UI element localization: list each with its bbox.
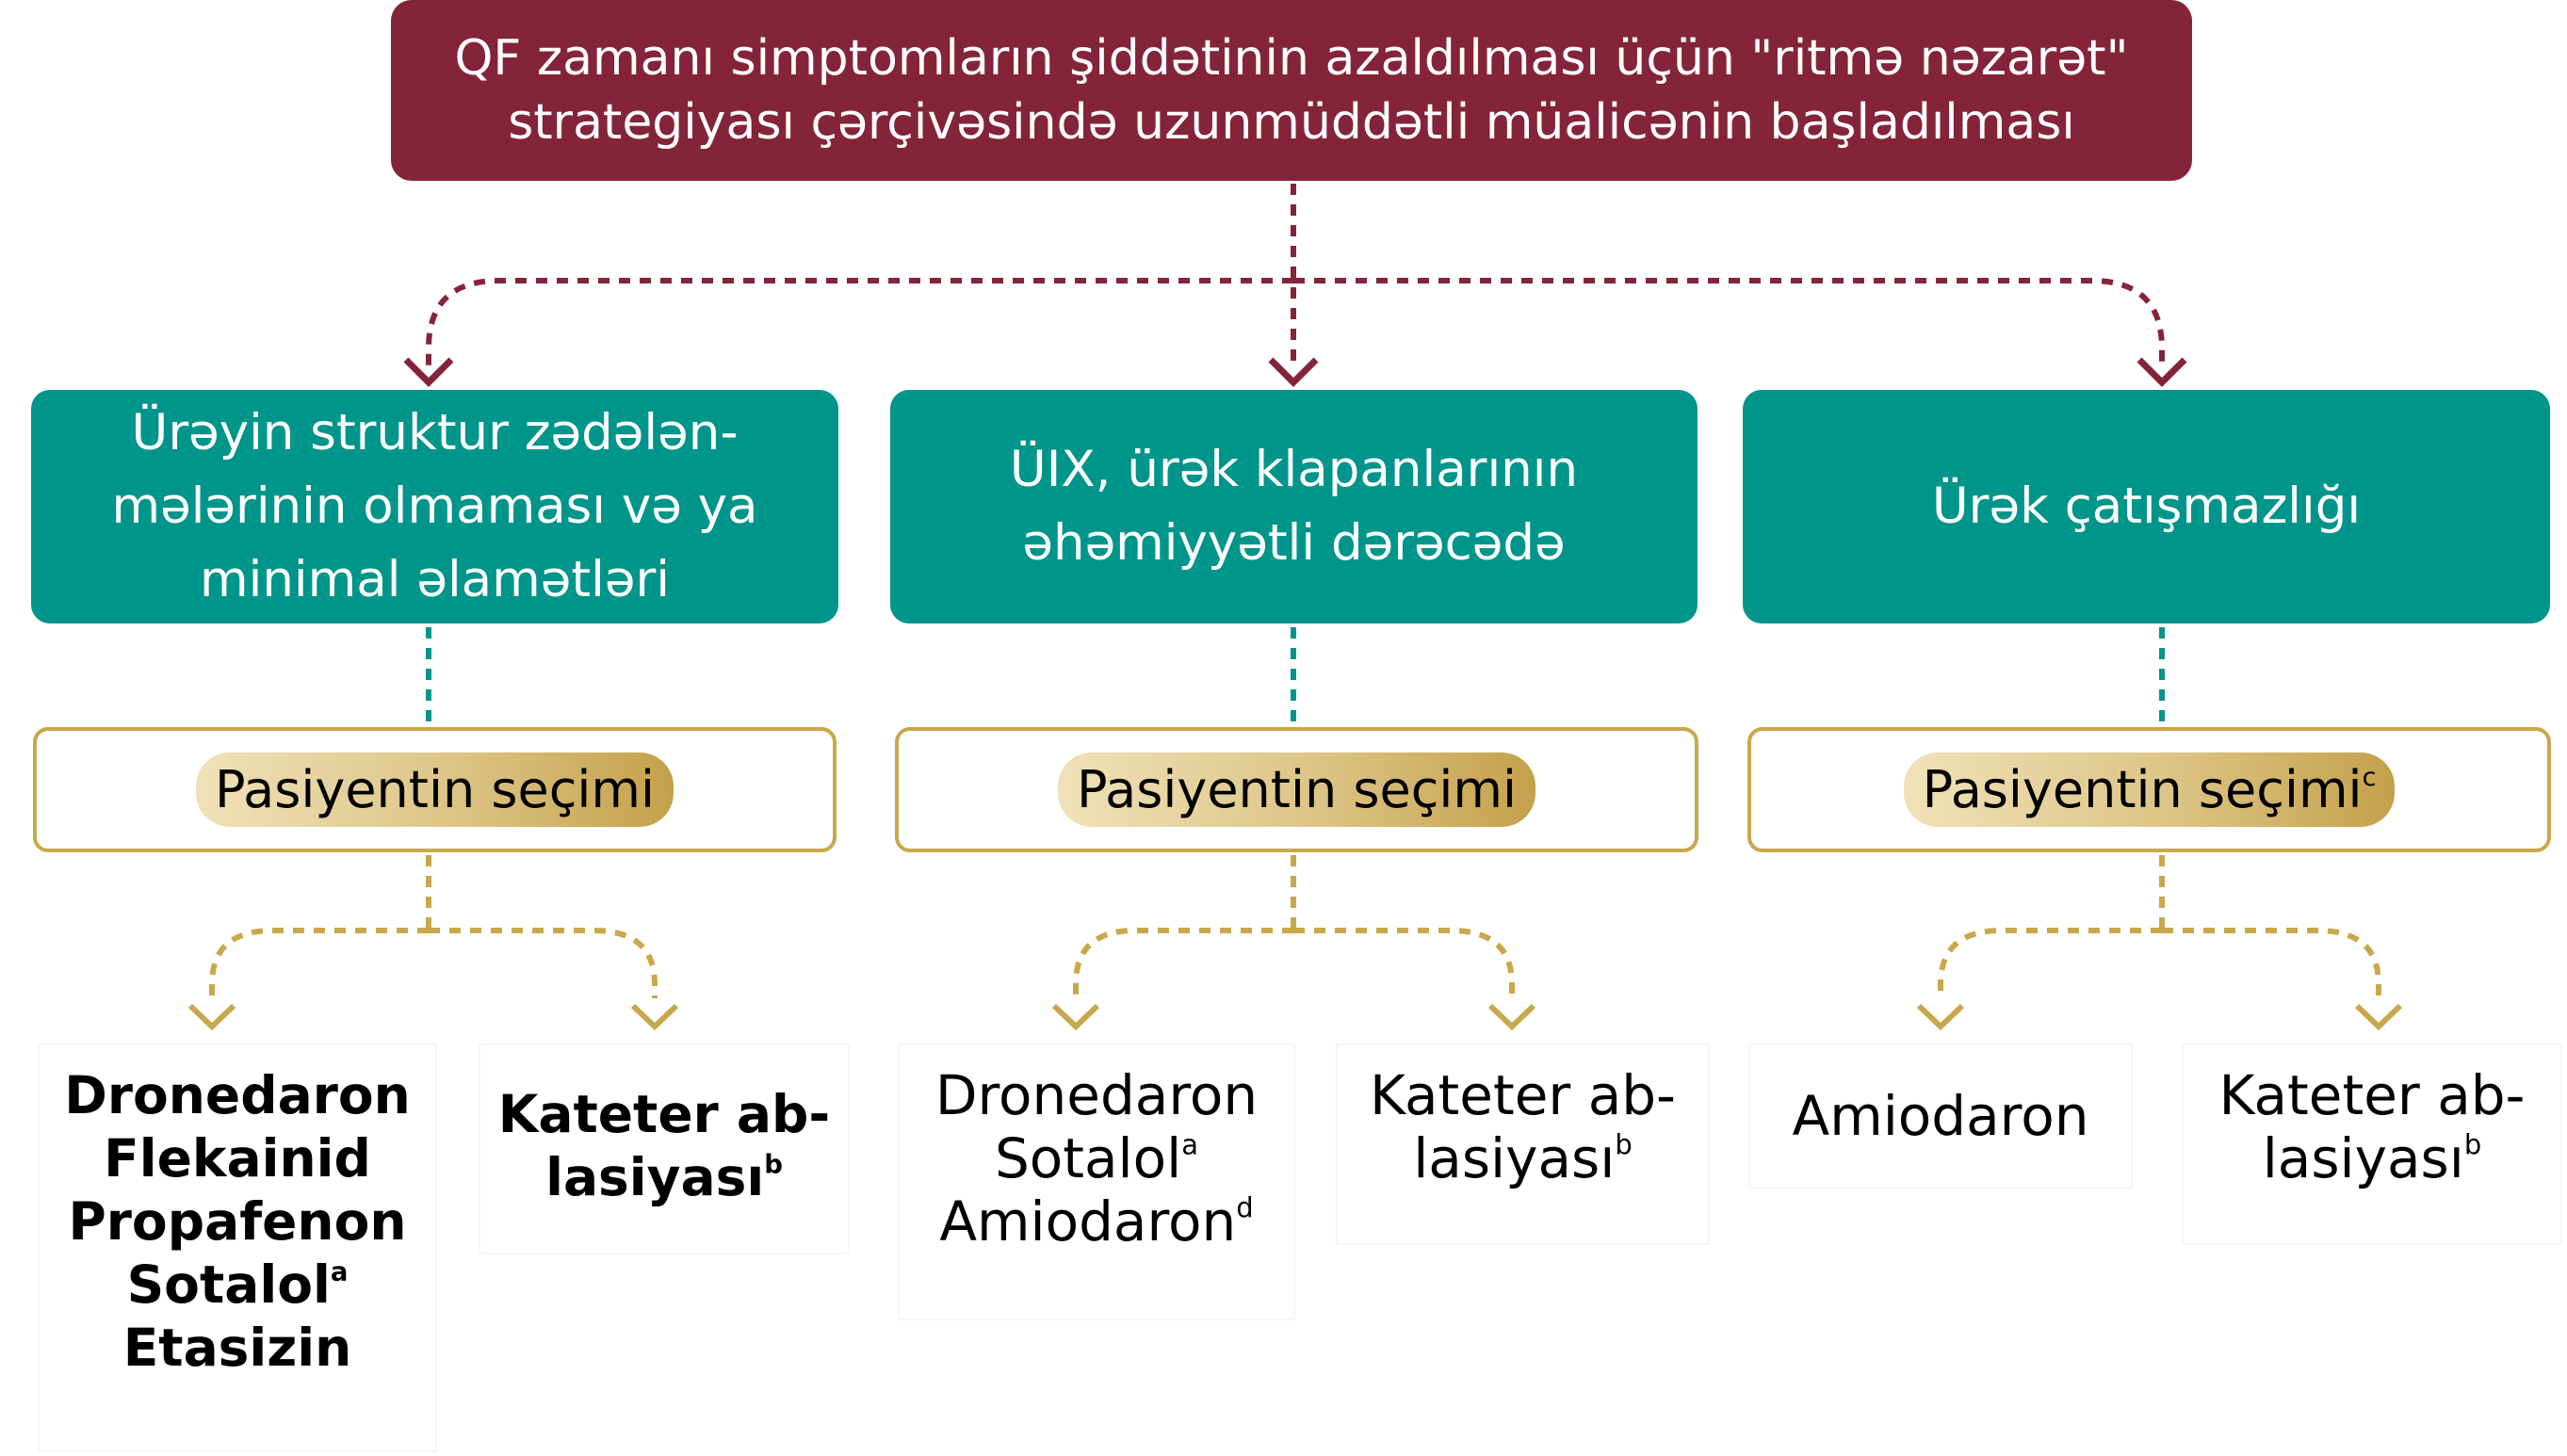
option-box-drugs: Dronedaron Flekainid Propafenon Sotalola… <box>40 1045 435 1450</box>
patient-selection-box: Pasiyentin seçimic <box>1747 727 2551 852</box>
option-box-drugs: Dronedaron Sotalola Amiodarond <box>900 1045 1293 1318</box>
patient-selection-box: Pasiyentin seçimi <box>895 727 1698 852</box>
patient-selection-label: Pasiyentin seçimic <box>1903 752 2396 827</box>
teal-connectors <box>426 627 2165 725</box>
drug-item: Dronedaron <box>64 1065 411 1125</box>
category-box-no-structural-damage: Ürəyin struktur zədələn- mələrinin olmam… <box>31 390 838 623</box>
option-line: lasiyasıb <box>2262 1126 2482 1190</box>
category-line: minimal əlamətləri <box>199 551 671 608</box>
option-line: Kateter ab- <box>2218 1063 2526 1127</box>
top-arrowheads <box>403 357 2187 387</box>
category-line: ÜIX, ürək klapanlarının <box>1009 441 1579 498</box>
option-box-catheter-ablation: Kateter ab- lasiyasıb <box>1338 1045 1708 1243</box>
option-box-amiodarone: Amiodaron <box>1750 1045 2131 1187</box>
drug-item: Etasizin <box>122 1318 352 1378</box>
drug-item: Sotalola <box>126 1254 349 1315</box>
option-line: lasiyasıb <box>1413 1126 1633 1190</box>
strategy-title-line-1: QF zamanı simptomların şiddətinin azaldı… <box>454 30 2129 87</box>
category-box-heart-failure: Ürək çatışmazlığı <box>1743 390 2550 623</box>
drug-item: Sotalola <box>994 1126 1199 1190</box>
drug-item: Amiodarond <box>939 1189 1254 1254</box>
option-box-catheter-ablation: Kateter ab- lasiyasıb <box>480 1045 848 1253</box>
option-line: Kateter ab- <box>497 1084 831 1144</box>
drug-item: Flekainid <box>104 1128 371 1189</box>
patient-selection-label: Pasiyentin seçimi <box>1058 752 1535 827</box>
category-box-uix-valves: ÜIX, ürək klapanlarının əhəmiyyətli dərə… <box>890 390 1698 623</box>
gold-connectors <box>209 855 2381 998</box>
category-line: Ürək çatışmazlığı <box>1931 477 2362 535</box>
category-line: mələrinin olmaması və ya <box>111 477 758 535</box>
option-line: Kateter ab- <box>1370 1063 1676 1127</box>
patient-selection-label: Pasiyentin seçimi <box>196 752 674 827</box>
gold-arrowheads <box>187 1003 2403 1031</box>
category-line: əhəmiyyətli dərəcədə <box>1022 514 1566 572</box>
option-box-catheter-ablation: Kateter ab- lasiyasıb <box>2184 1045 2560 1243</box>
top-connectors <box>426 184 2165 369</box>
drug-item: Dronedaron <box>934 1063 1259 1127</box>
drug-item: Propafenon <box>68 1191 407 1252</box>
strategy-title-line-2: strategiyası çərçivəsində uzunmüddətli m… <box>508 94 2075 151</box>
strategy-title-box: QF zamanı simptomların şiddətinin azaldı… <box>391 0 2192 181</box>
drug-item: Amiodaron <box>1792 1083 2089 1148</box>
category-line: Ürəyin struktur zədələn- <box>131 404 739 461</box>
patient-selection-box: Pasiyentin seçimi <box>33 727 837 852</box>
option-line: lasiyasıb <box>545 1147 783 1207</box>
